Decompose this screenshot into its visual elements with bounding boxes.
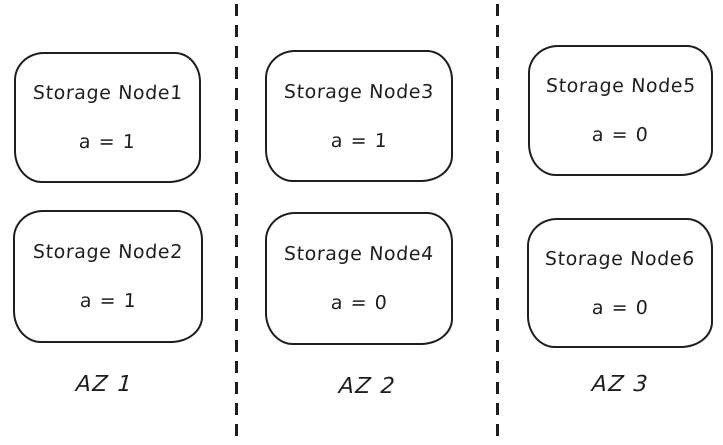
storage-node-5-value: a = 0	[591, 124, 650, 146]
az-1-label: AZ 1	[75, 372, 134, 397]
az-3-label: AZ 3	[591, 372, 650, 397]
storage-node-4-value: a = 0	[330, 292, 388, 314]
storage-node-1-title: Storage Node1	[31, 82, 183, 104]
storage-node-2-title: Storage Node2	[32, 241, 184, 263]
availability-zone-1: Storage Node1 a = 1 Storage Node2 a = 1 …	[0, 0, 237, 445]
storage-node-2-value: a = 1	[79, 290, 137, 312]
storage-node-3: Storage Node3 a = 1	[265, 50, 453, 182]
availability-zone-3: Storage Node5 a = 0 Storage Node6 a = 0 …	[498, 0, 723, 445]
storage-node-3-title: Storage Node3	[283, 80, 435, 103]
storage-node-1-value: a = 1	[78, 131, 137, 153]
storage-node-4: Storage Node4 a = 0	[265, 212, 453, 345]
availability-zone-2: Storage Node3 a = 1 Storage Node4 a = 0 …	[237, 0, 498, 445]
storage-node-5: Storage Node5 a = 0	[528, 45, 713, 176]
storage-node-1: Storage Node1 a = 1	[14, 52, 201, 183]
storage-node-6-value: a = 0	[591, 296, 649, 319]
storage-node-6: Storage Node6 a = 0	[527, 218, 713, 348]
storage-node-2: Storage Node2 a = 1	[13, 210, 203, 343]
az-2-label: AZ 2	[338, 374, 397, 399]
storage-node-5-title: Storage Node5	[544, 75, 696, 97]
storage-node-4-title: Storage Node4	[283, 243, 435, 265]
storage-node-6-title: Storage Node6	[544, 247, 696, 270]
storage-node-3-value: a = 1	[330, 129, 388, 152]
zone-divider-2	[496, 4, 499, 441]
zone-divider-1	[235, 4, 238, 441]
